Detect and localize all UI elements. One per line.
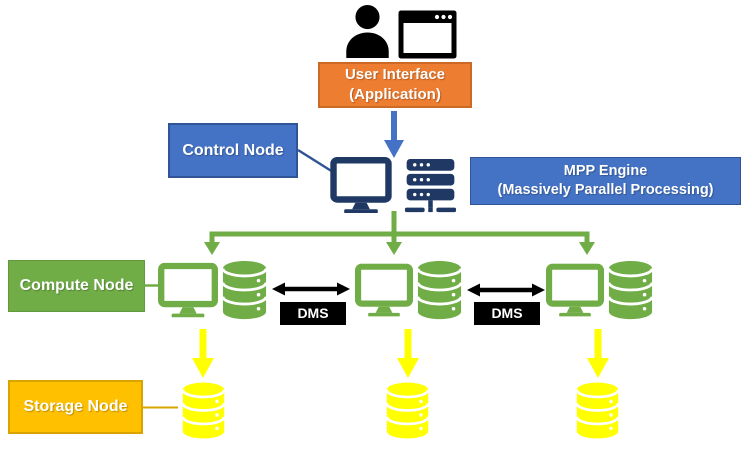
compute-monitor-icon-3 xyxy=(546,261,604,319)
arrow-distribution-to-compute-nodes xyxy=(204,211,595,255)
user-interface-label-line2: (Application) xyxy=(349,86,441,103)
connector-control-node xyxy=(297,148,334,174)
dms-double-arrow-1 xyxy=(272,282,350,296)
arrow-ui-to-control xyxy=(384,111,404,158)
compute-monitor-icon-2 xyxy=(355,261,413,319)
compute-database-icon-3 xyxy=(606,260,655,320)
user-interface-label-line1: User Interface xyxy=(344,66,446,84)
storage-database-icon-3 xyxy=(575,381,620,440)
arrow-compute-to-storage-2 xyxy=(397,329,419,378)
dms-box-2: DMS xyxy=(474,302,540,325)
dms-double-arrow-2 xyxy=(467,283,545,297)
compute-database-icon-2 xyxy=(416,260,463,320)
dms-label-2: DMS xyxy=(491,305,523,322)
compute-node-label: Compute Node xyxy=(19,277,134,295)
storage-node-label: Storage Node xyxy=(23,398,128,416)
mpp-engine-label-line2: (Massively Parallel Processing) xyxy=(497,182,714,198)
server-rack-icon xyxy=(404,159,457,213)
mpp-engine-box: MPP Engine (Massively Parallel Processin… xyxy=(470,157,741,205)
compute-monitor-icon-1 xyxy=(158,261,218,319)
compute-database-icon-1 xyxy=(221,260,268,320)
mpp-engine-label-line1: MPP Engine xyxy=(563,162,648,179)
storage-node-box: Storage Node xyxy=(8,380,143,434)
arrow-compute-to-storage-1 xyxy=(192,329,214,378)
control-node-label: Control Node xyxy=(182,141,284,159)
connector-storage-node xyxy=(142,406,178,409)
arrow-compute-to-storage-3 xyxy=(587,329,609,378)
dms-box-1: DMS xyxy=(280,302,346,325)
browser-window-icon xyxy=(398,10,457,59)
storage-database-icon-2 xyxy=(385,381,430,440)
storage-database-icon-1 xyxy=(181,381,226,440)
dms-label-1: DMS xyxy=(297,305,329,322)
control-monitor-icon xyxy=(329,157,393,213)
user-interface-box: User Interface (Application) xyxy=(318,62,472,108)
compute-node-box: Compute Node xyxy=(8,260,145,312)
user-icon xyxy=(344,4,391,58)
control-node-box: Control Node xyxy=(168,123,298,178)
